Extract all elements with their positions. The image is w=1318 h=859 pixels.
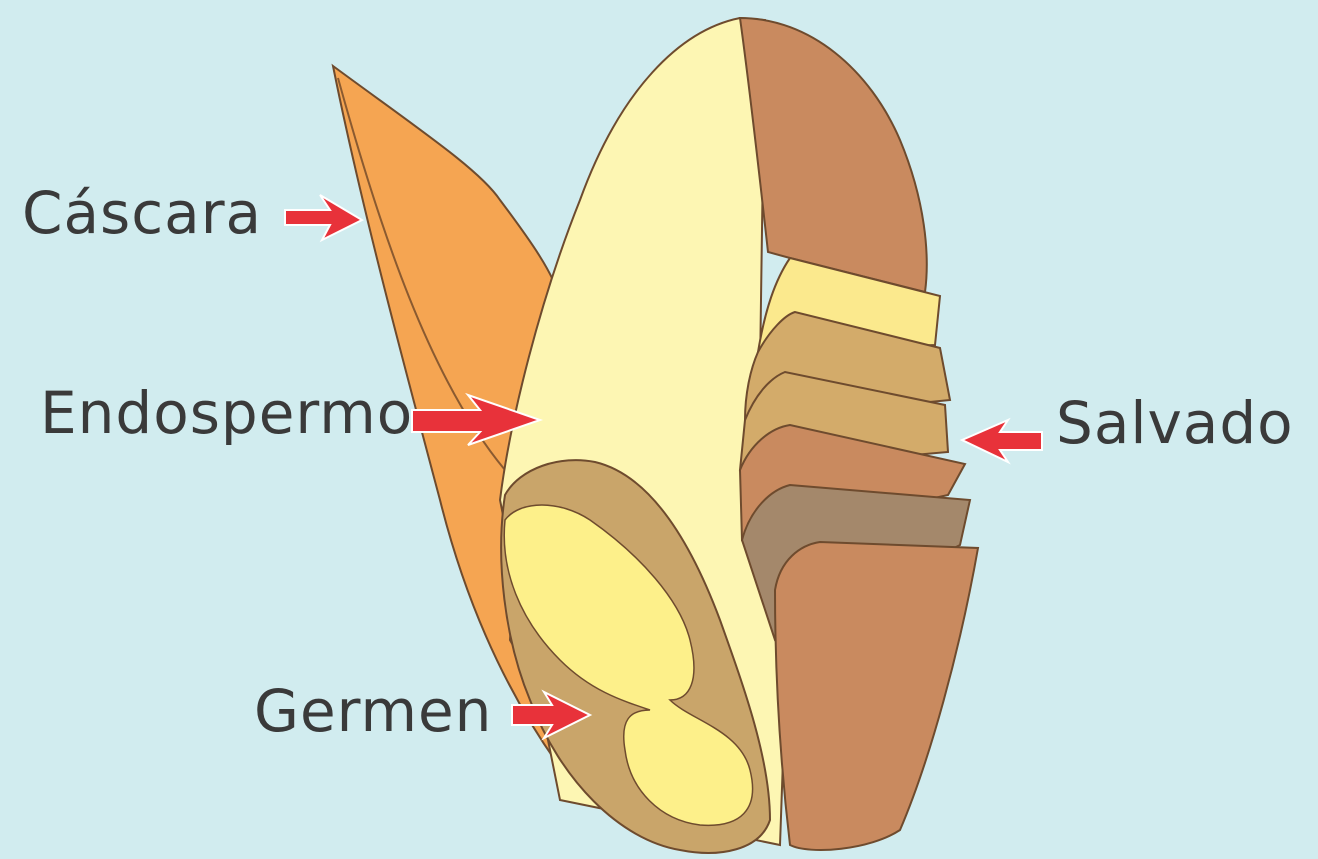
husk-label: Cáscara xyxy=(22,184,262,242)
bran-label: Salvado xyxy=(1056,394,1294,452)
bran-top-shape xyxy=(740,18,927,292)
germ-label: Germen xyxy=(254,682,492,740)
arrow-husk-icon xyxy=(285,195,362,240)
endosperm-label: Endospermo xyxy=(40,384,413,442)
arrow-bran-icon xyxy=(962,420,1042,462)
